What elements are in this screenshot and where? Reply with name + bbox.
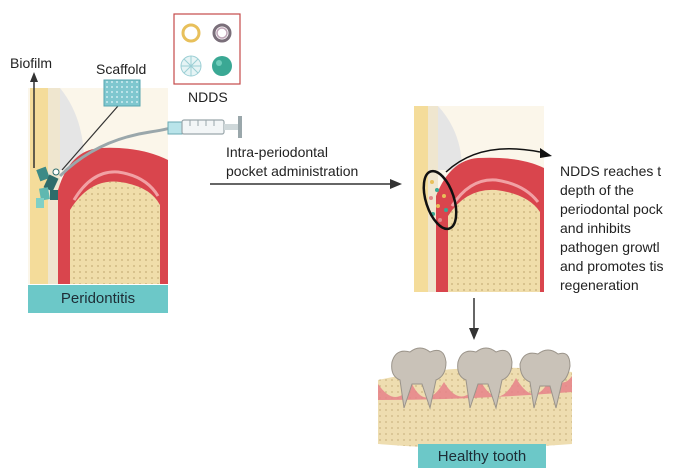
ndds-label: NDDS <box>188 88 228 106</box>
down-arrowhead <box>469 328 479 340</box>
periodontitis-badge: Peridontitis <box>28 285 168 313</box>
result-line: NDDS reaches t <box>560 162 664 181</box>
periodontitis-panel <box>28 72 168 284</box>
scaffold-label: Scaffold <box>96 60 146 78</box>
process-arrowhead <box>390 179 402 189</box>
result-line: and promotes tis <box>560 257 664 276</box>
biofilm-label: Biofilm <box>10 54 52 72</box>
healthy-teeth-illustration <box>378 348 572 448</box>
result-line: periodontal pock <box>560 200 664 219</box>
result-line: and inhibits <box>560 219 664 238</box>
result-description: NDDS reaches t depth of the periodontal … <box>560 162 664 295</box>
bone-texture <box>70 182 160 284</box>
ndds-sphere-teal-icon <box>212 56 232 76</box>
result-line: pathogen growtl <box>560 238 664 257</box>
biofilm-arrowhead <box>30 72 38 82</box>
result-line: depth of the <box>560 181 664 200</box>
ndds-legend-box <box>174 14 240 84</box>
administration-label: Intra-periodontal pocket administration <box>226 143 358 181</box>
scaffold-icon <box>104 80 140 106</box>
administration-line-2: pocket administration <box>226 162 358 181</box>
treated-panel <box>414 106 552 292</box>
healthy-tooth-badge: Healthy tooth <box>418 444 546 468</box>
result-line: regeneration <box>560 276 664 295</box>
administration-line-1: Intra-periodontal <box>226 143 358 162</box>
